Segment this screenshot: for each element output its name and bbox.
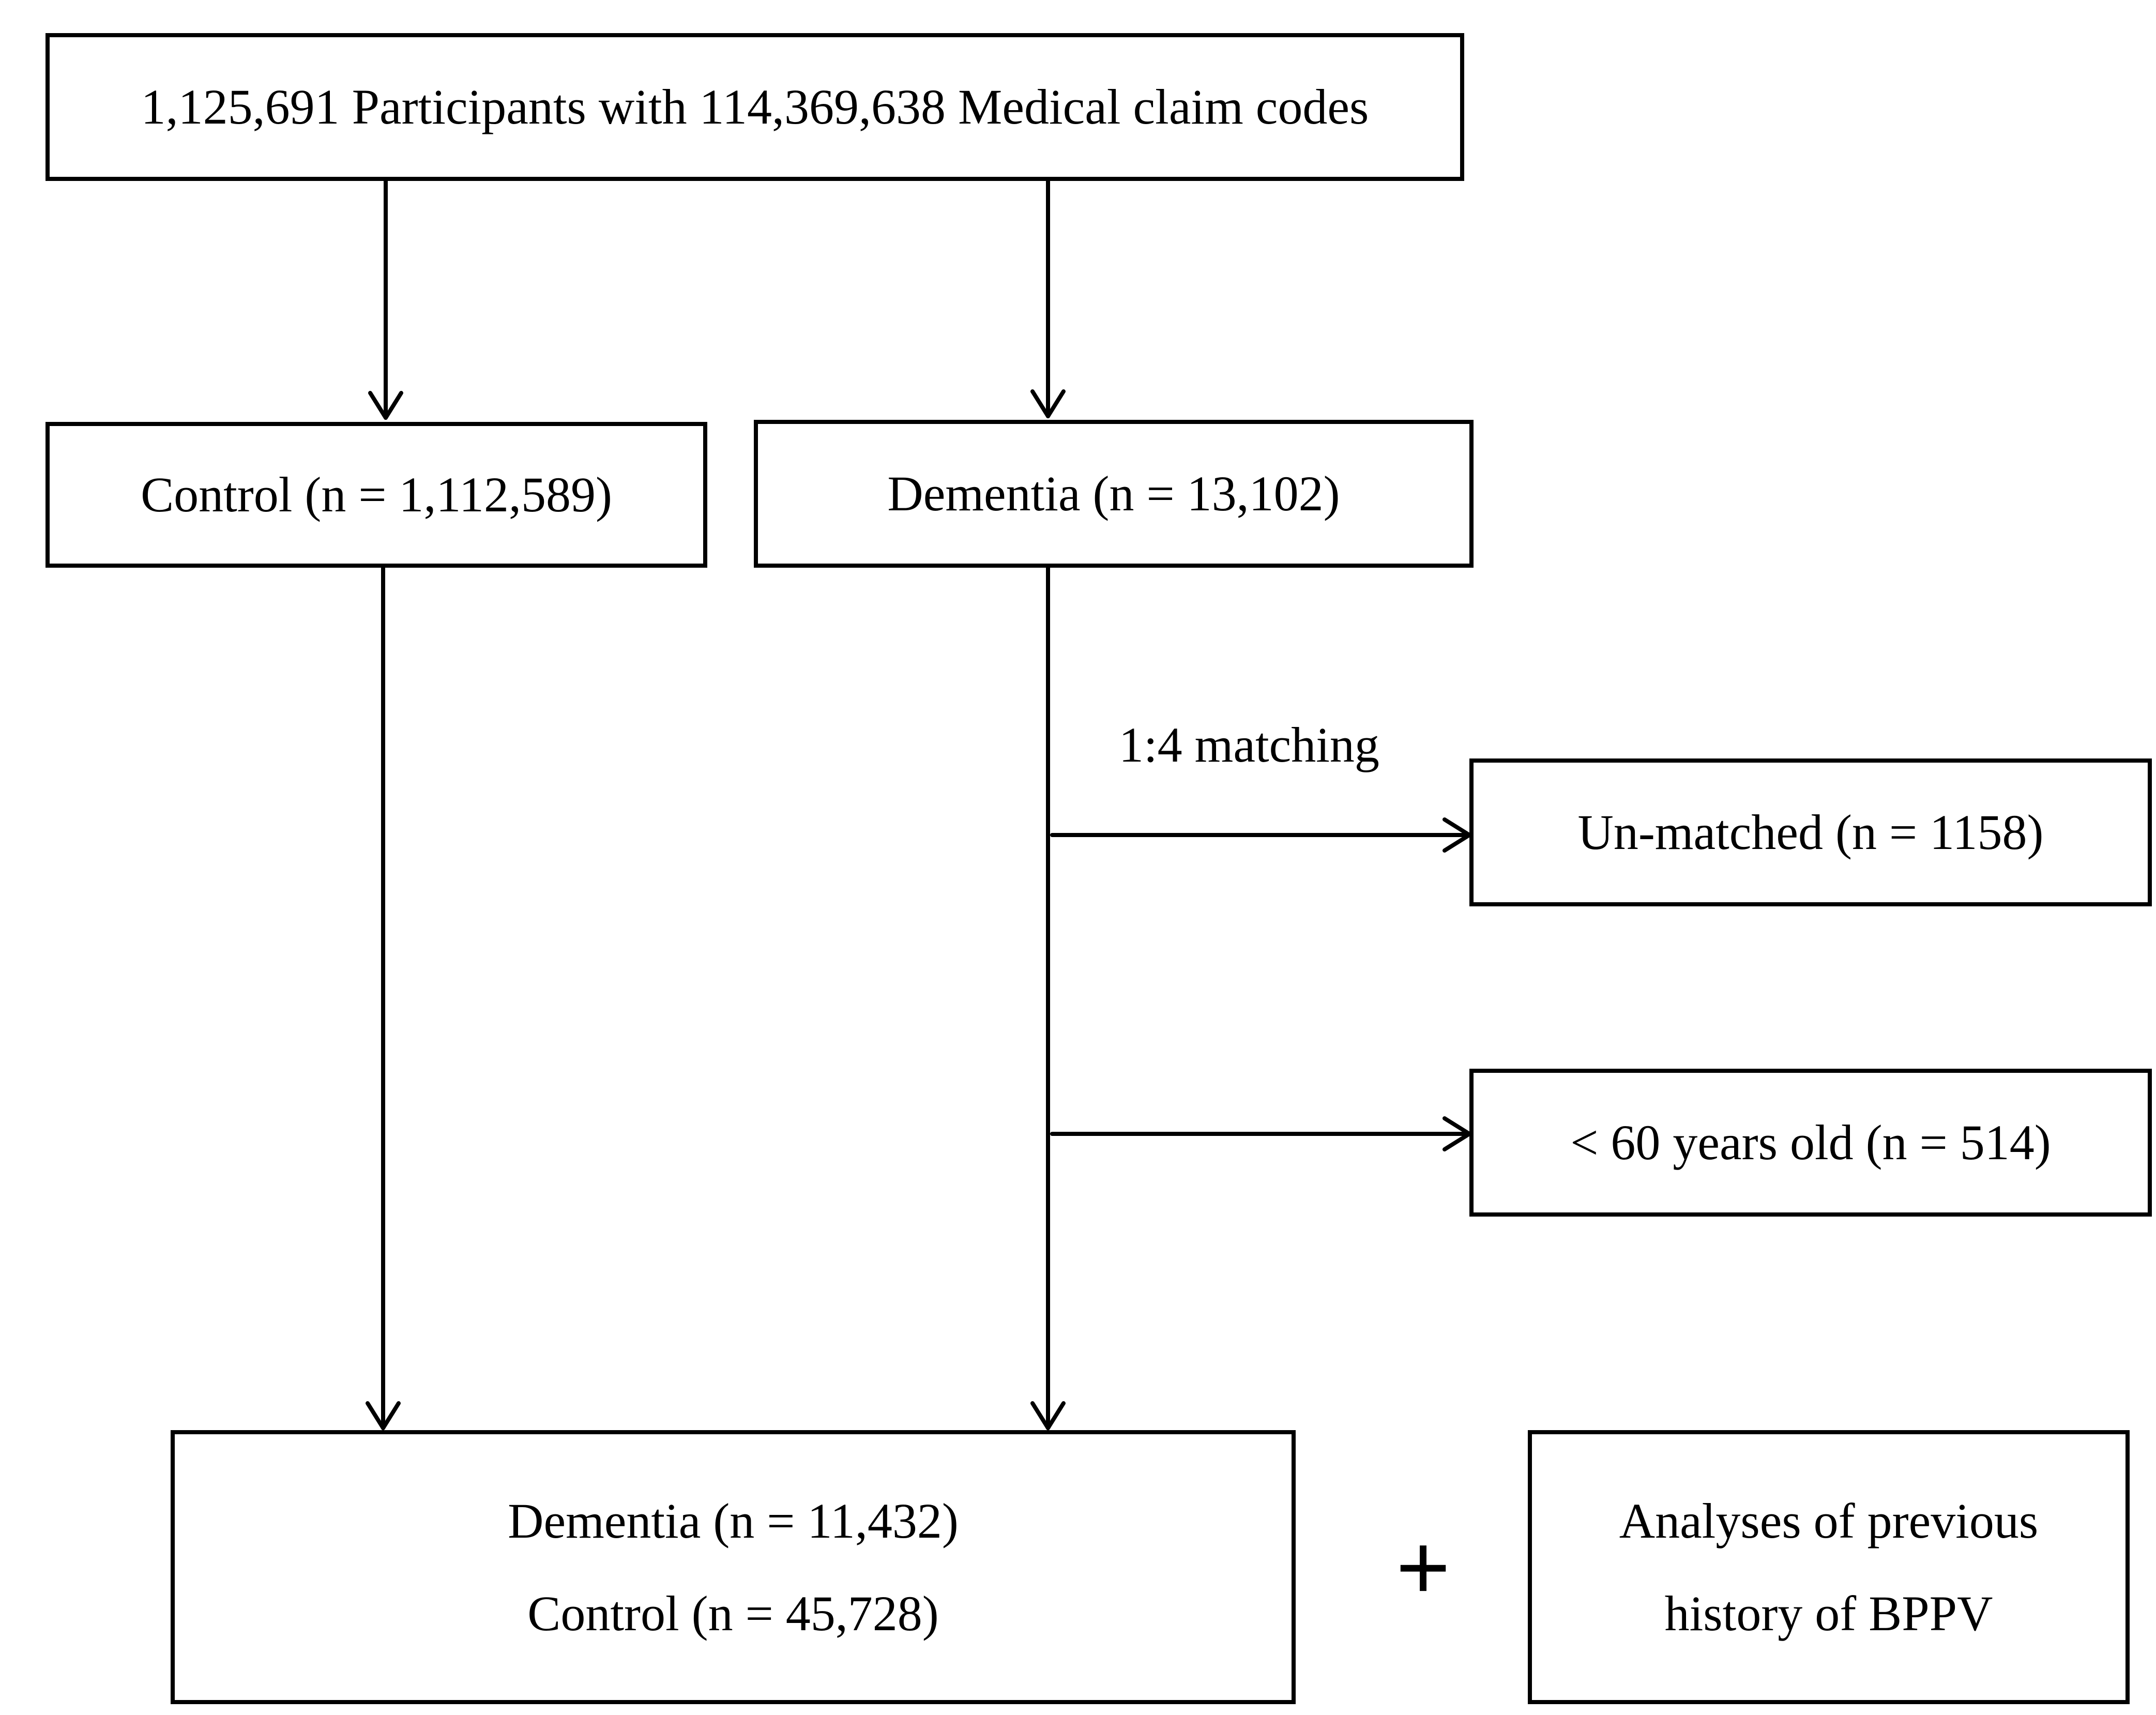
arrowhead-dementia xyxy=(1030,389,1066,418)
arrowhead-final-right xyxy=(1030,1401,1066,1430)
node-analyses-line2: history of BPPV xyxy=(1664,1586,1993,1641)
node-unmatched-text: Un-matched (n = 1158) xyxy=(1577,805,2044,860)
node-control-text: Control (n = 1,112,589) xyxy=(141,467,612,523)
node-analyses-line1: Analyses of previous xyxy=(1619,1493,2039,1549)
node-dementia-text: Dementia (n = 13,102) xyxy=(887,466,1340,522)
node-analyses: Analyses of previous history of BPPV xyxy=(1528,1430,2130,1704)
node-top-text: 1,125,691 Participants with 114,369,638 … xyxy=(141,79,1369,135)
plus-sign: + xyxy=(1396,1515,1451,1619)
node-control: Control (n = 1,112,589) xyxy=(45,422,707,568)
node-final-line2: Control (n = 45,728) xyxy=(527,1586,939,1641)
node-final: Dementia (n = 11,432) Control (n = 45,72… xyxy=(171,1430,1296,1704)
node-top: 1,125,691 Participants with 114,369,638 … xyxy=(45,33,1464,181)
arrowhead-final-left xyxy=(366,1401,401,1430)
node-dementia: Dementia (n = 13,102) xyxy=(754,420,1474,568)
node-unmatched: Un-matched (n = 1158) xyxy=(1469,758,2152,906)
node-final-line1: Dementia (n = 11,432) xyxy=(508,1493,959,1549)
matching-label: 1:4 matching xyxy=(1119,717,1379,772)
node-under60: < 60 years old (n = 514) xyxy=(1469,1069,2152,1217)
node-under60-text: < 60 years old (n = 514) xyxy=(1570,1115,2051,1171)
arrowhead-control xyxy=(368,391,403,420)
